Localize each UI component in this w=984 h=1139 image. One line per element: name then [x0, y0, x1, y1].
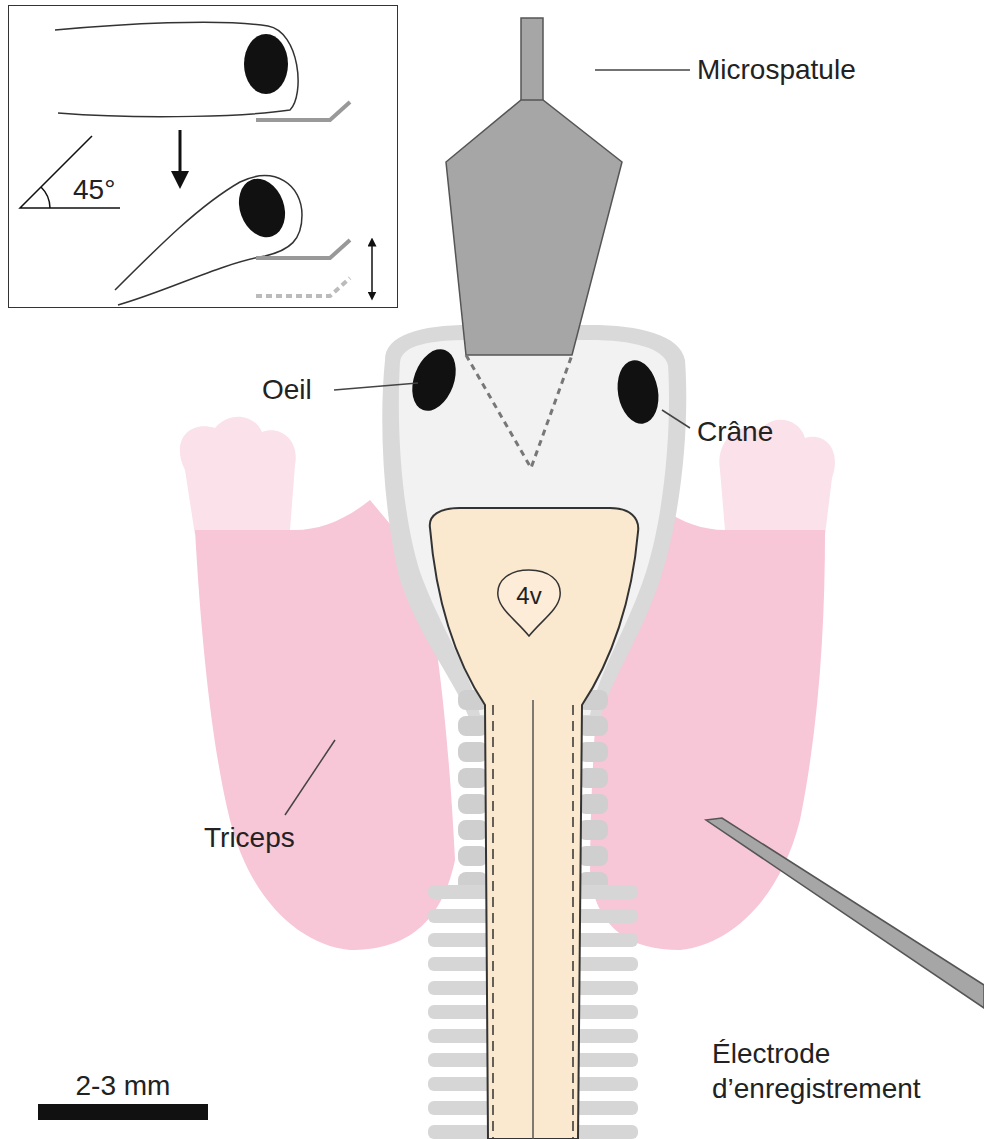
vertebra [458, 820, 488, 840]
vertebra [458, 742, 488, 762]
vertebra [458, 846, 488, 866]
inset-eye [231, 172, 293, 243]
right-eye [613, 357, 664, 427]
inset-spatula [256, 240, 350, 258]
spinal-midline [532, 700, 534, 1139]
inset-spatula [256, 102, 350, 120]
inset-arrow [179, 130, 182, 180]
vertebra [458, 768, 488, 788]
vertebra [458, 716, 488, 736]
leader-line [334, 383, 418, 390]
vertebra [578, 768, 608, 788]
vertebrae [428, 690, 638, 1139]
fourth-ventricle: 4v [492, 566, 566, 640]
inset-eye [244, 34, 288, 94]
angle-label: 45° [73, 172, 115, 207]
vertebra [578, 794, 608, 814]
angle-arc [41, 187, 50, 208]
leader-line [595, 69, 690, 71]
scale-label: 2-3 mm [38, 1068, 208, 1103]
inset-double-arrow [371, 242, 373, 296]
part-label: Crâne [697, 414, 773, 449]
recording-electrode [706, 818, 984, 1008]
scale-bar [38, 1104, 208, 1120]
finger-outline [55, 22, 298, 117]
part-label: Électrode d’enregistrement [712, 1036, 974, 1106]
vertebra [578, 820, 608, 840]
spinal-dash-right [572, 705, 574, 1139]
left-eye [404, 343, 463, 417]
brainstem [430, 508, 638, 1139]
part-label: Oeil [262, 372, 312, 407]
part-label: Microspatule [697, 52, 856, 87]
structure-label: 4v [516, 581, 541, 611]
vertebra [578, 846, 608, 866]
part-label: Triceps [204, 820, 295, 855]
inset-spatula-lowered [256, 278, 350, 296]
leader-line [662, 410, 690, 428]
leader-line [285, 740, 335, 815]
vertebra [458, 794, 488, 814]
microspatula [446, 100, 622, 355]
microspatula-handle [521, 18, 543, 102]
spatula-insertion [466, 355, 572, 468]
inset-panel: 45° [8, 5, 398, 308]
left-paw [180, 417, 296, 535]
angle-mark [20, 136, 120, 208]
spinal-dash-left [492, 705, 494, 1139]
